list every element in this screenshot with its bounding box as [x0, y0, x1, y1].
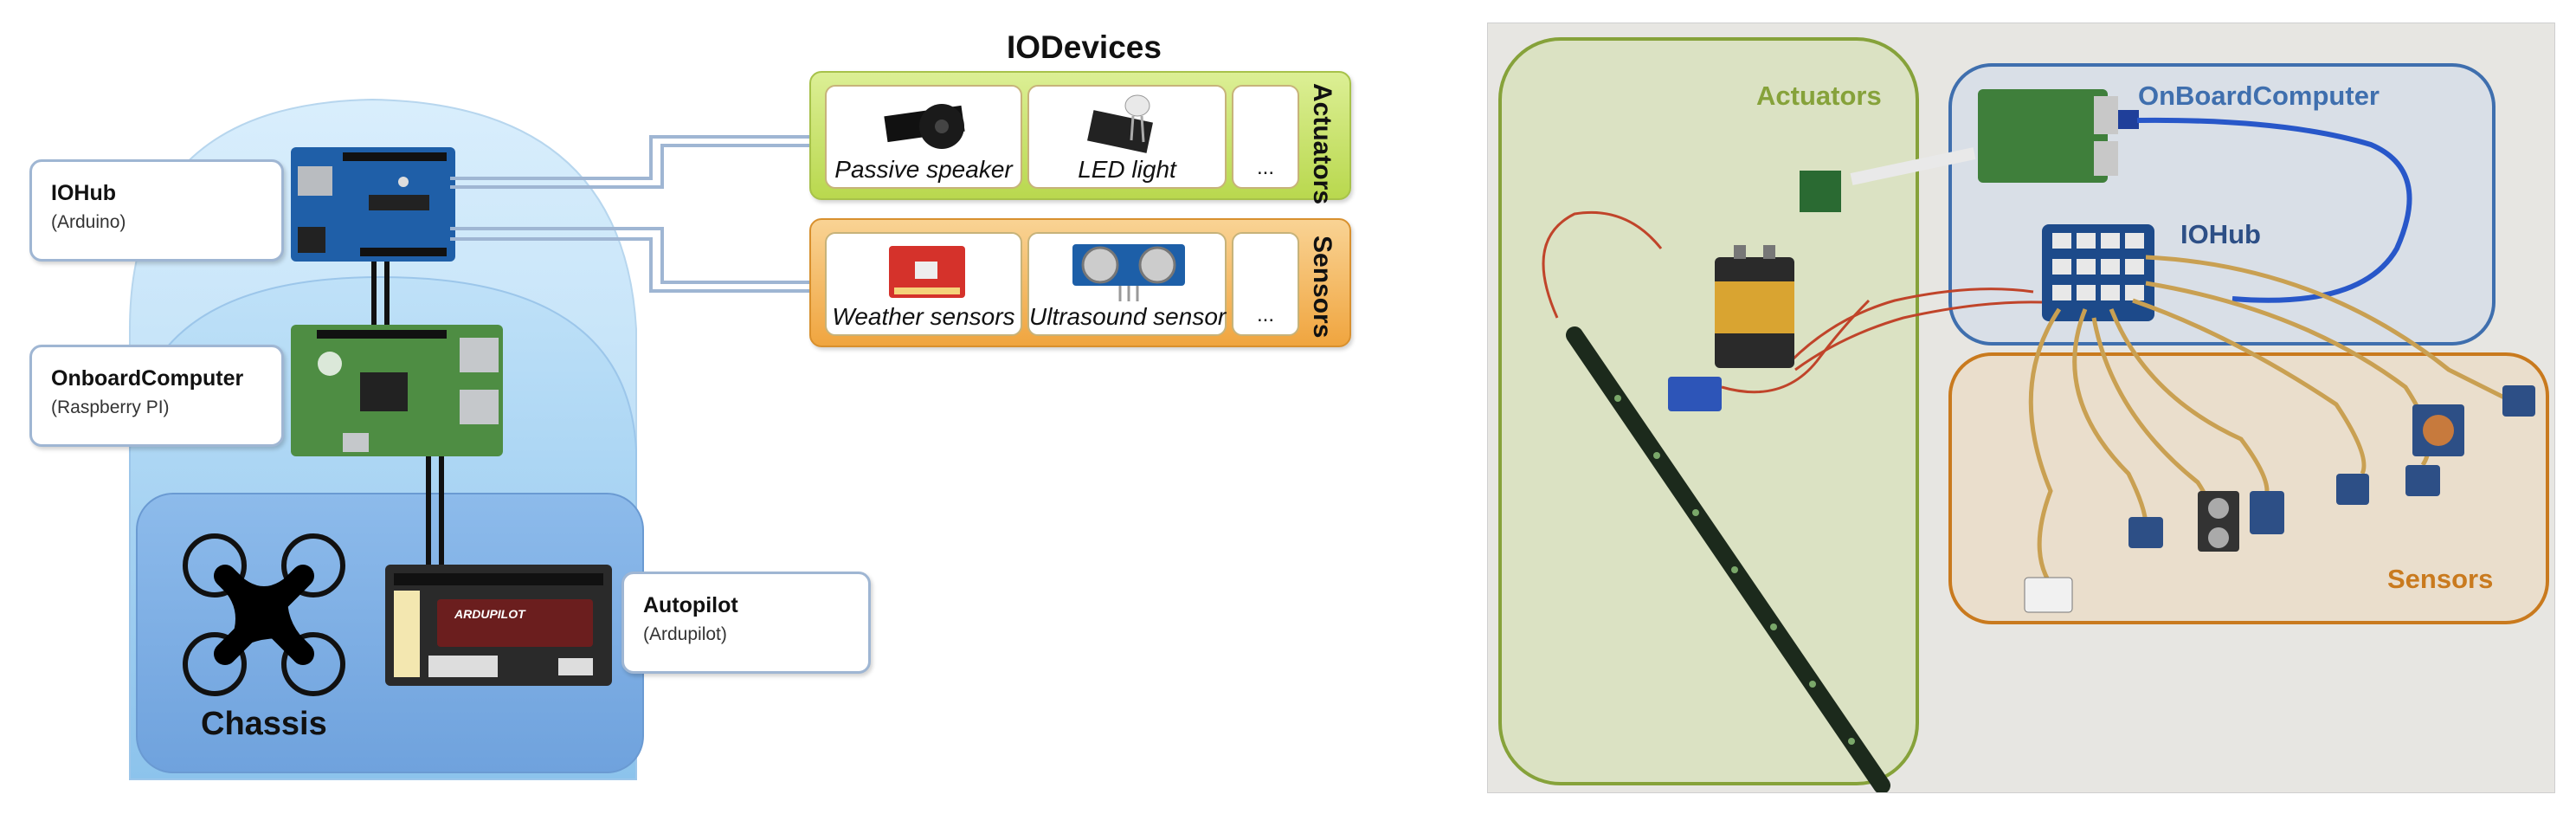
ultrasound-sensor-label: Ultrasound sensor	[1029, 303, 1227, 330]
onboard-callout: OnboardComputer (Raspberry PI)	[29, 345, 284, 447]
chassis-label: Chassis	[201, 706, 327, 742]
photo-illustration	[1498, 37, 2549, 792]
more-actuators-card: ...	[1232, 85, 1299, 189]
autopilot-callout: Autopilot (Ardupilot)	[621, 572, 871, 674]
ultrasound-sensor-card: Ultrasound sensor	[1027, 232, 1227, 336]
ultrasound-sensor-icon	[1072, 244, 1185, 301]
more-actuators-ellipsis: ...	[1256, 156, 1274, 179]
photo-actuators-label: Actuators	[1756, 81, 1882, 111]
led-icon	[1087, 94, 1153, 153]
passive-speaker-card: Passive speaker	[825, 85, 1022, 189]
quadcopter-icon	[183, 533, 345, 696]
onboard-subtitle: (Raspberry PI)	[51, 397, 170, 417]
actuators-panel: Passive speaker LED light ... Actuators	[809, 71, 1351, 204]
photo-sensors-label: Sensors	[2387, 564, 2494, 594]
arduino-board	[291, 147, 455, 262]
led-light-label: LED light	[1078, 156, 1176, 183]
raspberry-pi-board	[291, 325, 503, 456]
sensors-vertical-label: Sensors	[1308, 236, 1336, 339]
actuators-vertical-label: Actuators	[1308, 83, 1336, 205]
iohub-subtitle: (Arduino)	[51, 212, 126, 232]
sensors-panel: Weather sensors Ultrasound sensor ... Se…	[809, 218, 1351, 347]
more-sensors-ellipsis: ...	[1256, 303, 1274, 326]
weather-sensor-icon	[889, 246, 965, 298]
hardware-photo: Actuators OnBoardComputer IOHub Sensors	[1487, 23, 2555, 793]
onboard-title: OnboardComputer	[51, 366, 244, 391]
iodevices-title: IODevices	[1007, 29, 1162, 65]
autopilot-subtitle: (Ardupilot)	[643, 624, 727, 644]
autopilot-title: Autopilot	[643, 593, 738, 617]
speaker-icon	[884, 104, 965, 149]
passive-speaker-label: Passive speaker	[834, 156, 1013, 183]
photo-onboard-label: OnBoardComputer	[2138, 81, 2380, 111]
iohub-title: IOHub	[51, 181, 116, 205]
more-sensors-card: ...	[1232, 232, 1299, 336]
ardupilot-board: ARDUPILOT	[385, 565, 612, 686]
iohub-callout: IOHub (Arduino)	[29, 159, 284, 262]
photo-iohub-label: IOHub	[2180, 219, 2261, 249]
led-light-card: LED light	[1027, 85, 1227, 189]
connection-lines	[371, 135, 809, 565]
svg-text:ARDUPILOT: ARDUPILOT	[454, 607, 526, 621]
weather-sensors-label: Weather sensors	[832, 303, 1015, 330]
weather-sensors-card: Weather sensors	[825, 232, 1022, 336]
architecture-diagram: Chassis ARDUPILOT	[29, 29, 1351, 780]
